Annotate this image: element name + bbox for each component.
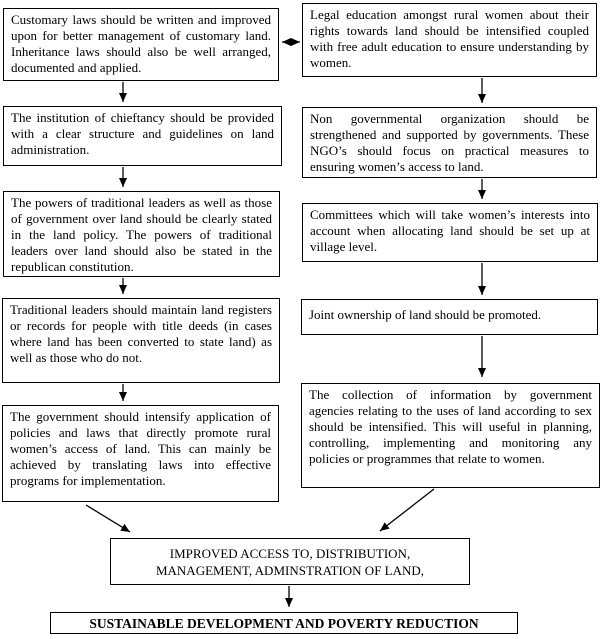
box-information-collection: The collection of information by governm… [301,383,600,488]
arrow-l5-to-outcome [85,504,131,533]
box-government-policy-application: The government should intensify applicat… [2,405,279,502]
box-land-registers: Traditional leaders should maintain land… [2,298,280,383]
box-chieftancy-institution: The institution of chieftancy should be … [3,106,282,166]
outcome-line-2: MANAGEMENT, ADMINSTRATION OF LAND, [155,563,425,578]
box-sustainable-development-goal: SUSTAINABLE DEVELOPMENT AND POVERTY REDU… [50,612,518,634]
arrow-r5-to-outcome [379,488,435,532]
box-joint-ownership: Joint ownership of land should be promot… [301,299,598,335]
box-improved-access-outcome: IMPROVED ACCESS TO, DISTRIBUTION, MANAGE… [110,538,470,585]
box-legal-education: Legal education amongst rural women abou… [302,3,597,77]
box-village-committees: Committees which will take women’s inter… [302,203,598,262]
box-ngo-strengthening: Non governmental organization should be … [302,107,597,178]
outcome-line-1: IMPROVED ACCESS TO, DISTRIBUTION, [169,546,411,561]
box-powers-of-traditional-leaders: The powers of traditional leaders as wel… [3,191,280,277]
box-customary-laws: Customary laws should be written and imp… [3,8,279,81]
